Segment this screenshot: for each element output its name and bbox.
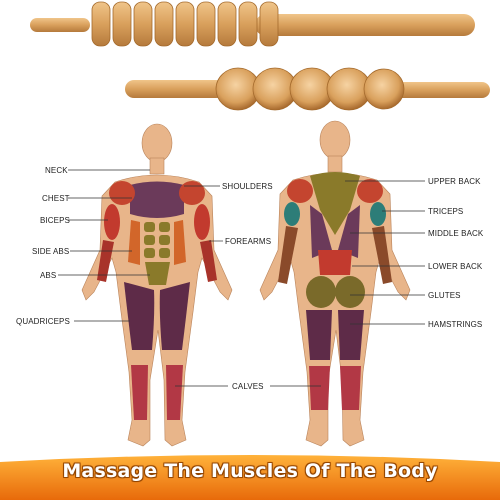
label-triceps: TRICEPS xyxy=(428,207,464,216)
label-middle-back: MIDDLE BACK xyxy=(428,229,484,238)
label-side-abs: SIDE ABS xyxy=(32,247,70,256)
label-hamstrings: HAMSTRINGS xyxy=(428,320,483,329)
label-quadriceps: QUADRICEPS xyxy=(16,317,70,326)
front-body-figure xyxy=(81,123,233,447)
label-upper-back: UPPER BACK xyxy=(428,177,481,186)
roller-stick-bottom xyxy=(125,67,490,111)
label-lower-back: LOWER BACK xyxy=(428,262,483,271)
back-body-figure xyxy=(259,120,411,447)
label-abs: ABS xyxy=(40,271,57,280)
label-biceps: BICEPS xyxy=(40,216,70,225)
roller-stick-top xyxy=(30,1,475,47)
label-neck: NECK xyxy=(45,166,68,175)
label-chest: CHEST xyxy=(42,194,70,203)
label-shoulders: SHOULDERS xyxy=(222,182,273,191)
leader-lines xyxy=(58,169,425,387)
label-glutes: GLUTES xyxy=(428,291,461,300)
label-calves: CALVES xyxy=(232,382,264,391)
label-forearms: FOREARMS xyxy=(225,237,272,246)
banner-background xyxy=(0,455,500,500)
banner-title: Massage The Muscles Of The Body xyxy=(62,460,438,482)
